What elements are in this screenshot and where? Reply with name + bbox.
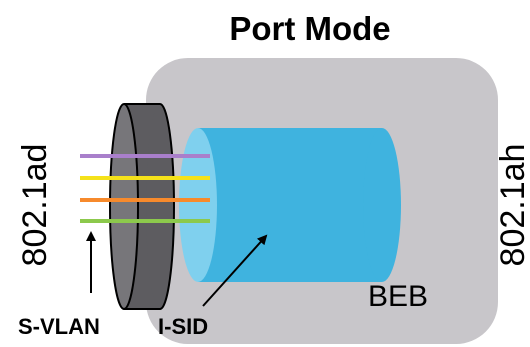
inner-cylinder xyxy=(179,128,401,282)
outer-cylinder xyxy=(109,103,175,310)
vlan-lines xyxy=(80,154,210,223)
beb-label: BEB xyxy=(368,280,428,313)
left-label-802-1ad: 802.1ad xyxy=(16,144,54,267)
isid-label: I-SID xyxy=(158,314,208,339)
right-label-802-1ah: 802.1ah xyxy=(494,144,530,267)
svlan-label: S-VLAN xyxy=(18,314,100,339)
diagram-title: Port Mode xyxy=(229,10,390,47)
isid-arrow xyxy=(202,234,268,307)
